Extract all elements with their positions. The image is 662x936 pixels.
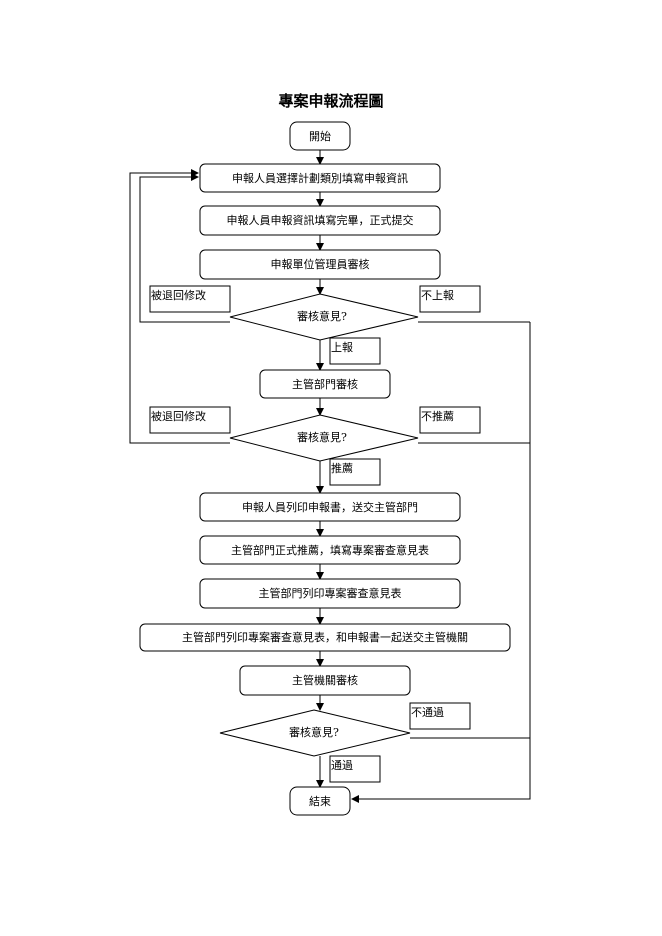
decision-opinion2-label: 審核意見? bbox=[297, 430, 347, 444]
label-return2-text: 被退回修改 bbox=[151, 409, 206, 423]
label-return2: 被退回修改 bbox=[149, 406, 231, 434]
node-fill-info: 申報人員選擇計劃類別填寫申報資訊 bbox=[199, 163, 441, 193]
label-recommend: 推薦 bbox=[329, 458, 381, 486]
node-agency-review-label: 主管機關審核 bbox=[292, 673, 358, 687]
node-dept-print: 主管部門列印專案審查意見表 bbox=[199, 578, 461, 609]
connectors bbox=[129, 150, 531, 803]
label-not-pass: 不通過 bbox=[409, 702, 471, 730]
label-not-report-text: 不上報 bbox=[421, 289, 454, 302]
node-agency-review: 主管機關審核 bbox=[239, 665, 411, 696]
node-unit-review-label: 申報單位管理員審核 bbox=[271, 257, 370, 271]
decision-opinion3-label: 審核意見? bbox=[289, 725, 339, 739]
label-not-recommend: 不推薦 bbox=[419, 406, 481, 434]
node-dept-recommend-label: 主管部門正式推薦，填寫專案審查意見表 bbox=[231, 543, 429, 557]
label-return1: 被退回修改 bbox=[149, 285, 231, 313]
page-title: 專案申報流程圖 bbox=[278, 92, 383, 110]
node-dept-review-label: 主管部門審核 bbox=[292, 377, 358, 391]
label-recommend-text: 推薦 bbox=[331, 461, 353, 475]
node-submit: 申報人員申報資訊填寫完畢，正式提交 bbox=[199, 205, 441, 236]
label-report-text: 上報 bbox=[331, 341, 353, 354]
decision-opinion2: 審核意見? bbox=[229, 414, 419, 462]
node-print-submit-label: 申報人員列印申報書，送交主管部門 bbox=[242, 500, 418, 514]
node-dept-recommend: 主管部門正式推薦，填寫專案審查意見表 bbox=[199, 535, 461, 565]
node-end-label: 結束 bbox=[309, 794, 331, 808]
node-unit-review: 申報單位管理員審核 bbox=[199, 249, 441, 280]
loop-return2 bbox=[129, 169, 230, 444]
line-right-to-end bbox=[351, 322, 531, 803]
label-not-report: 不上報 bbox=[419, 285, 481, 313]
decision-opinion3: 審核意見? bbox=[219, 709, 411, 757]
node-dept-send-label: 主管部門列印專案審查意見表，和申報書一起送交主管機關 bbox=[182, 630, 468, 644]
node-fill-info-label: 申報人員選擇計劃類別填寫申報資訊 bbox=[232, 171, 408, 185]
node-dept-print-label: 主管部門列印專案審查意見表 bbox=[259, 586, 402, 600]
node-end: 結束 bbox=[289, 786, 351, 816]
node-dept-review: 主管部門審核 bbox=[259, 369, 391, 399]
label-return1-text: 被退回修改 bbox=[151, 288, 206, 302]
label-report: 上報 bbox=[329, 337, 381, 365]
label-pass-text: 通過 bbox=[331, 759, 353, 772]
decision-opinion1: 審核意見? bbox=[229, 293, 419, 341]
node-start-label: 開始 bbox=[309, 129, 331, 143]
node-dept-send: 主管部門列印專案審查意見表，和申報書一起送交主管機關 bbox=[139, 623, 511, 652]
label-pass: 通過 bbox=[329, 755, 381, 783]
label-not-pass-text: 不通過 bbox=[411, 706, 444, 719]
node-start: 開始 bbox=[289, 121, 351, 151]
loop-return1 bbox=[139, 173, 230, 323]
label-not-recommend-text: 不推薦 bbox=[421, 409, 454, 423]
node-submit-label: 申報人員申報資訊填寫完畢，正式提交 bbox=[227, 213, 414, 227]
decision-opinion1-label: 審核意見? bbox=[297, 309, 347, 323]
node-print-submit: 申報人員列印申報書，送交主管部門 bbox=[199, 492, 461, 522]
